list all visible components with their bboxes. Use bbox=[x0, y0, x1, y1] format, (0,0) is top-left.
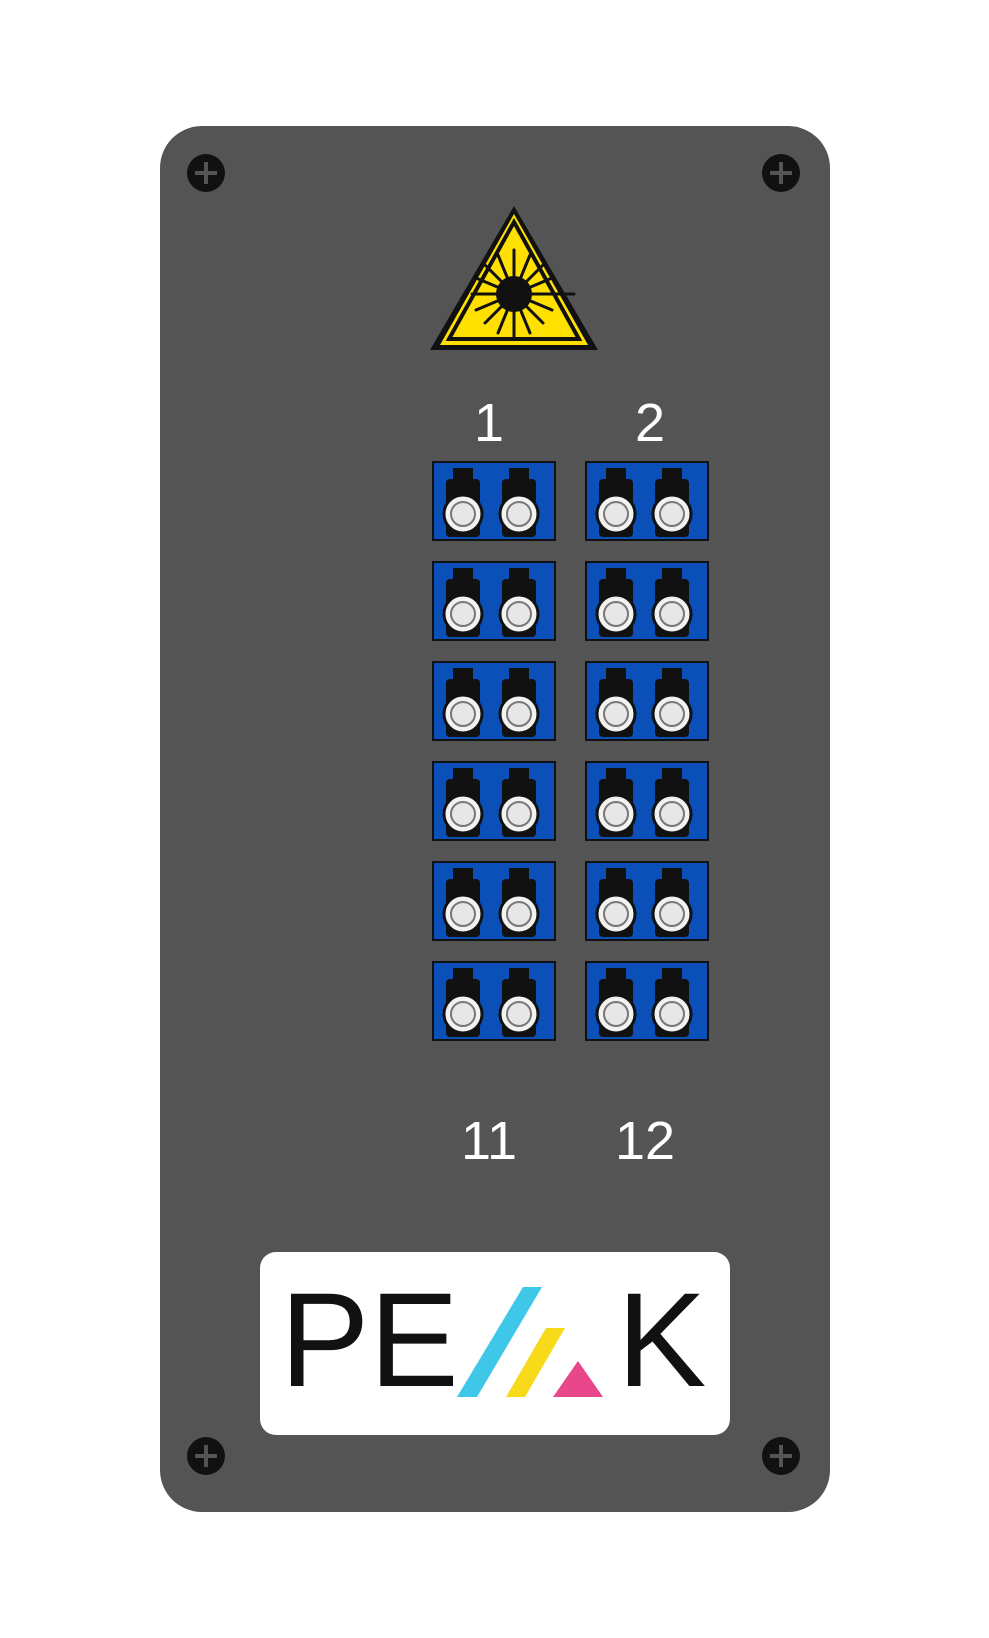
screw-icon bbox=[187, 1437, 225, 1475]
port-label-2: 2 bbox=[634, 393, 666, 453]
fiber-port[interactable] bbox=[585, 861, 709, 941]
fiber-port[interactable] bbox=[585, 661, 709, 741]
fiber-port[interactable] bbox=[432, 461, 556, 541]
port-label-11: 11 bbox=[460, 1111, 518, 1171]
logo-text-left: PE bbox=[280, 1266, 459, 1415]
screw-icon bbox=[187, 154, 225, 192]
fiber-port[interactable] bbox=[585, 961, 709, 1041]
port-label-1: 1 bbox=[473, 393, 505, 453]
fiber-port[interactable] bbox=[432, 861, 556, 941]
fiber-port[interactable] bbox=[585, 761, 709, 841]
fiber-port[interactable] bbox=[432, 661, 556, 741]
port-label-12: 12 bbox=[614, 1111, 676, 1171]
port-grid bbox=[160, 126, 830, 1512]
fiber-port[interactable] bbox=[432, 561, 556, 641]
logo-text-right: K bbox=[617, 1266, 707, 1415]
fiber-port[interactable] bbox=[585, 461, 709, 541]
peak-logo: PEAK PE K bbox=[260, 1252, 730, 1435]
peak-mark-icon bbox=[457, 1287, 603, 1397]
fiber-port[interactable] bbox=[432, 961, 556, 1041]
fiber-port[interactable] bbox=[585, 561, 709, 641]
screw-icon bbox=[762, 154, 800, 192]
laser-warning-icon bbox=[430, 206, 598, 350]
fiber-panel: 1 2 11 12 PEAK PE K bbox=[160, 126, 830, 1512]
fiber-port[interactable] bbox=[432, 761, 556, 841]
screw-icon bbox=[762, 1437, 800, 1475]
